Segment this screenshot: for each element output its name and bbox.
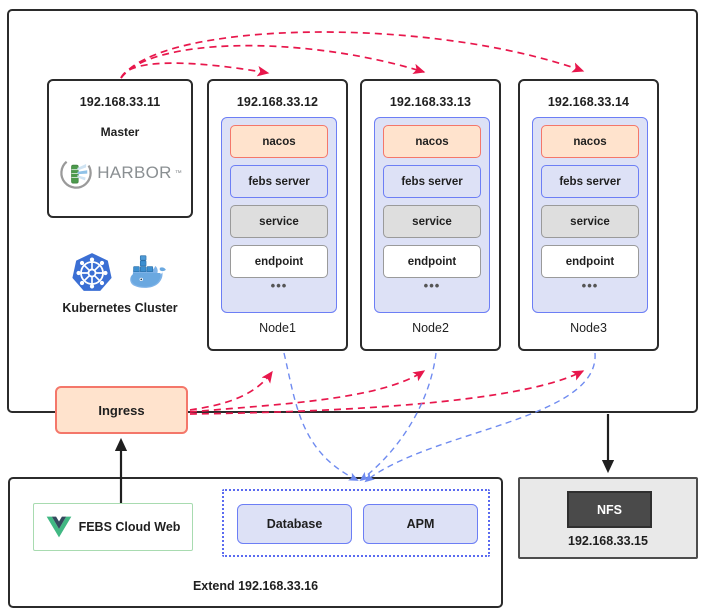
worker-node-box[interactable]: 192.168.33.14 nacos febs server service …	[518, 79, 659, 351]
node-ip-label: 192.168.33.12	[236, 95, 319, 109]
master-node-box[interactable]: 192.168.33.11 Master HARBOR ™	[47, 79, 193, 218]
docker-logo-icon	[130, 255, 166, 288]
extend-label: Extend 192.168.33.16	[192, 579, 319, 593]
harbor-logo-text: HARBOR	[97, 163, 172, 182]
apm-box[interactable]: APM	[363, 504, 478, 544]
pod-nacos[interactable]: nacos	[383, 125, 481, 158]
node-ip-label: 192.168.33.13	[389, 95, 472, 109]
platform-label: Kubernetes Cluster	[62, 301, 178, 315]
master-role-label: Master	[100, 125, 140, 139]
pod-endpoint[interactable]: endpoint	[230, 245, 328, 278]
pod-service[interactable]: service	[383, 205, 481, 238]
worker-node-box[interactable]: 192.168.33.13 nacos febs server service …	[360, 79, 501, 351]
pod-nacos[interactable]: nacos	[541, 125, 639, 158]
harbor-logo-icon	[60, 157, 92, 189]
harbor-trademark: ™	[174, 169, 182, 177]
node-name-label: Node1	[259, 321, 296, 335]
node-pod-panel: nacos febs server service endpoint •••	[221, 117, 337, 313]
platform-icons	[47, 249, 193, 297]
harbor-logo: HARBOR ™	[49, 151, 191, 195]
pod-more-indicator: •••	[423, 278, 441, 293]
febs-cloud-web-box[interactable]: FEBS Cloud Web	[33, 503, 193, 551]
node-pod-panel: nacos febs server service endpoint •••	[532, 117, 648, 313]
nfs-ip-label: 192.168.33.15	[568, 534, 648, 548]
pod-service[interactable]: service	[541, 205, 639, 238]
node-pod-panel: nacos febs server service endpoint •••	[374, 117, 490, 313]
pod-more-indicator: •••	[270, 278, 288, 293]
febs-cloud-web-label: FEBS Cloud Web	[78, 520, 181, 534]
nfs-container: NFS 192.168.33.15	[518, 477, 698, 559]
pod-nacos[interactable]: nacos	[230, 125, 328, 158]
pod-service[interactable]: service	[230, 205, 328, 238]
nfs-chip[interactable]: NFS	[567, 491, 652, 528]
node-name-label: Node3	[570, 321, 607, 335]
node-ip-label: 192.168.33.14	[547, 95, 630, 109]
pod-more-indicator: •••	[581, 278, 599, 293]
pod-endpoint[interactable]: endpoint	[541, 245, 639, 278]
pod-endpoint[interactable]: endpoint	[383, 245, 481, 278]
master-ip-label: 192.168.33.11	[79, 95, 161, 109]
pod-febs-server[interactable]: febs server	[383, 165, 481, 198]
database-box[interactable]: Database	[237, 504, 352, 544]
extend-services-group: Database APM	[222, 489, 490, 557]
pod-febs-server[interactable]: febs server	[230, 165, 328, 198]
vue-logo-icon	[46, 516, 71, 538]
ingress-box[interactable]: Ingress	[55, 386, 188, 434]
platform-logos-group: Kubernetes Cluster	[47, 249, 193, 325]
kubernetes-logo-icon	[72, 253, 112, 291]
pod-febs-server[interactable]: febs server	[541, 165, 639, 198]
worker-node-box[interactable]: 192.168.33.12 nacos febs server service …	[207, 79, 348, 351]
node-name-label: Node2	[412, 321, 449, 335]
